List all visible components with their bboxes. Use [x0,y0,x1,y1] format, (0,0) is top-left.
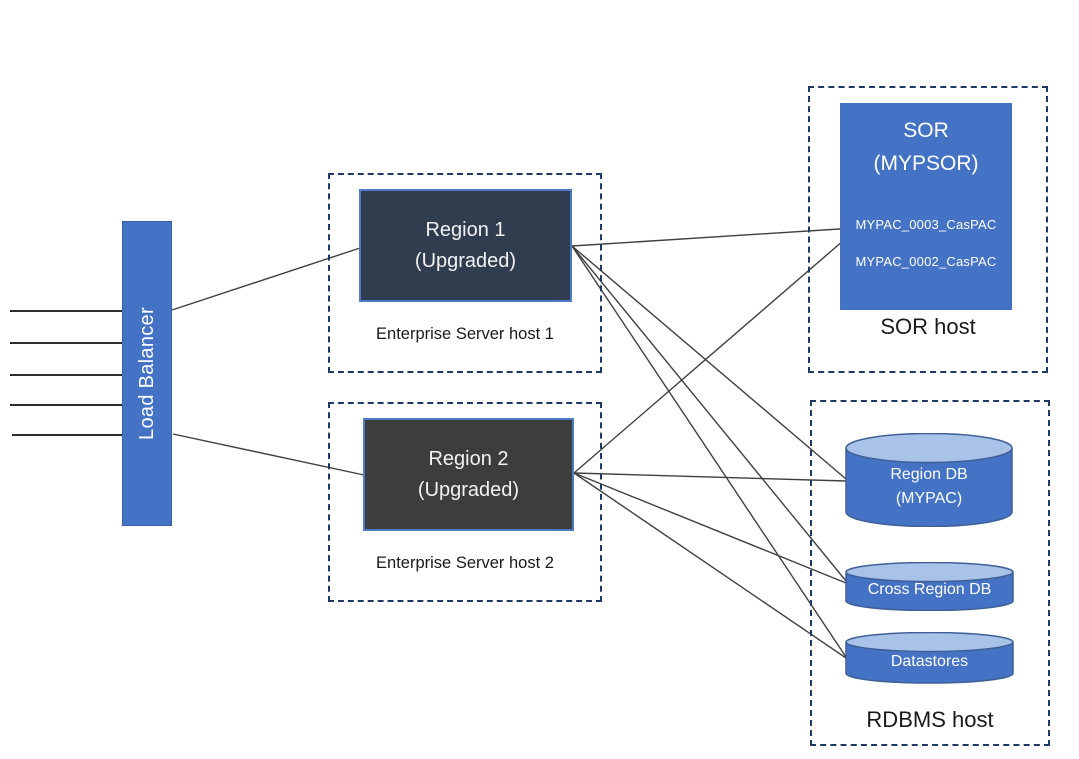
load-balancer-label: Load Balancer [135,307,158,440]
region2-title-line2: (Upgraded) [417,478,520,501]
region2-title-line1: Region 2 [428,447,509,470]
cross-region-db-label-text: Cross Region DB [867,581,992,598]
region1-title-line1: Region 1 [425,218,506,241]
database-cylinder-icon [845,432,1013,528]
region-db-label: Region DB (MYPAC) [845,433,1013,527]
sor-pac-region-0002: MYPAC_0002_CasPAC [855,254,997,269]
sor-box: SOR (MYPSOR) MYPAC_0003_CasPAC MYPAC_000… [840,103,1012,310]
connector-region2-to-region-db [573,472,847,482]
region-db-cylinder: Region DB (MYPAC) [845,432,1013,528]
datastores-cylinder: Datastores [845,631,1014,684]
region-db-label-line1: Region DB [890,466,968,483]
region1-title-line2: (Upgraded) [414,249,517,272]
sor-pac-region-0003: MYPAC_0003_CasPAC [855,217,997,232]
connector-region1-to-cross-region-db [571,245,847,582]
sor-host-box: SOR host [808,86,1048,373]
database-cylinder-icon [845,631,1014,684]
connector-region1-to-sor [571,227,856,247]
sor-host-label: SOR host [880,314,976,339]
enterprise-server-host1-label: Enterprise Server host 1 [376,325,554,343]
region2-box: Region 2 (Upgraded) [363,418,574,531]
enterprise-server-host2-label: Enterprise Server host 2 [376,554,554,572]
connector-region1-to-datastores [571,245,847,658]
cross-region-db-cylinder: Cross Region DB [845,561,1014,612]
rdbms-host-box: RDBMS host [810,400,1050,746]
datastores-label-text: Datastores [890,653,969,670]
datastores-label: Datastores [845,632,1014,684]
region1-box: Region 1 (Upgraded) [359,189,572,302]
rdbms-host-label: RDBMS host [866,707,994,732]
database-cylinder-icon [845,561,1014,612]
enterprise-server-host2-box: Enterprise Server host 2 [328,402,602,602]
region-db-label-line2: (MYPAC) [895,490,963,507]
connector-region2-to-datastores [573,472,847,659]
connector-region1-to-region-db [571,245,847,480]
connector-lb-to-region2 [172,433,365,476]
connector-region2-to-sor [573,233,852,474]
cross-region-db-label: Cross Region DB [845,562,1014,611]
connector-region2-to-cross-region-db [573,472,847,584]
sor-title-line2: (MYPSOR) [873,151,979,175]
sor-title-line1: SOR [903,119,949,142]
sor-title: SOR (MYPSOR) [840,103,1012,180]
enterprise-server-host1-box: Enterprise Server host 1 [328,173,602,373]
load-balancer-box: Load Balancer [122,221,172,526]
